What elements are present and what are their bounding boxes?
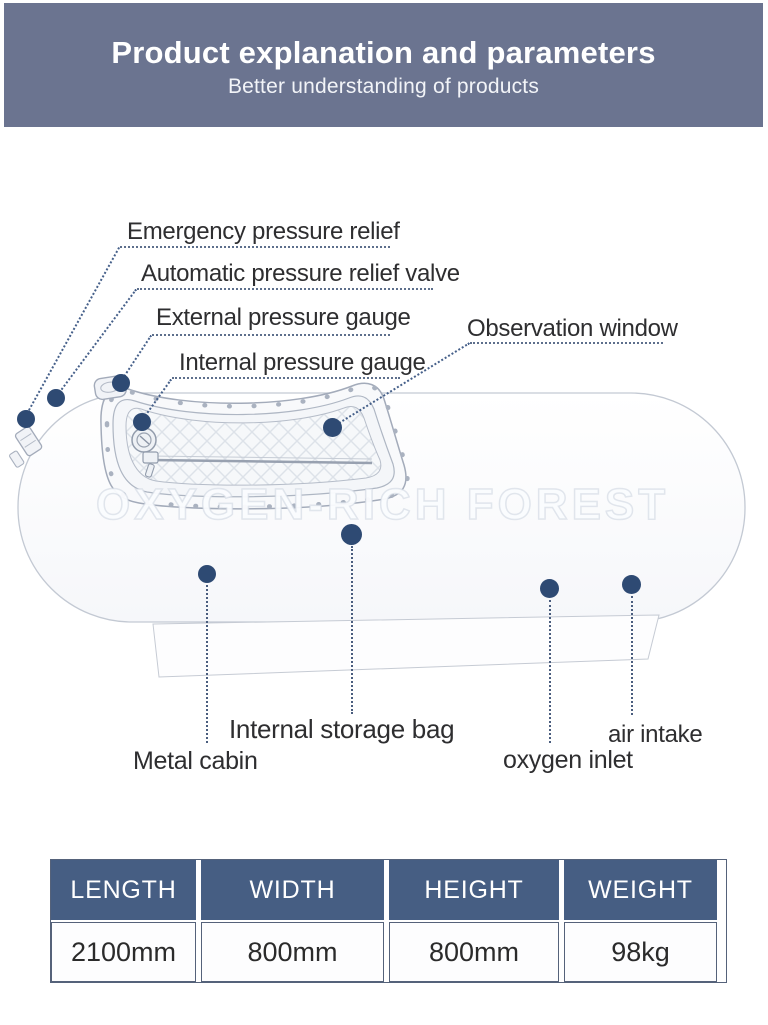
label-underline [137, 288, 433, 290]
spec-header-weight: WEIGHT [564, 860, 717, 920]
label-air-intake: air intake [608, 721, 703, 748]
spec-value-length: 2100mm [51, 922, 196, 982]
marker-dot-external-pressure-gauge [112, 374, 130, 392]
spec-header-width: WIDTH [201, 860, 384, 920]
spec-value-width: 800mm [201, 922, 384, 982]
leader-line-storage-bag [351, 546, 353, 714]
label-underline [120, 246, 390, 248]
leader-line-metal-cabin [206, 585, 208, 743]
spec-header-length: LENGTH [51, 860, 196, 920]
label-underline [470, 342, 663, 344]
spec-value-height: 800mm [389, 922, 559, 982]
watermark: OXYGEN-RICH FOREST [95, 479, 670, 530]
page-title: Product explanation and parameters [111, 35, 656, 70]
marker-dot-oxygen-inlet [540, 579, 559, 598]
label-external-pressure-gauge: External pressure gauge [156, 304, 411, 331]
spec-table: LENGTH WIDTH HEIGHT WEIGHT 2100mm 800mm … [50, 859, 727, 983]
marker-dot-emergency-pressure-relief [17, 410, 35, 428]
spec-value-weight: 98kg [564, 922, 717, 982]
marker-dot-internal-storage-bag [341, 524, 362, 545]
label-emergency-pressure-relief: Emergency pressure relief [127, 218, 400, 245]
label-internal-storage-bag: Internal storage bag [229, 714, 455, 744]
leader-line-oxygen-inlet [549, 600, 551, 743]
marker-dot-metal-cabin [198, 565, 216, 583]
page-subtitle: Better understanding of products [227, 75, 540, 98]
marker-dot-automatic-relief-valve [47, 389, 65, 407]
label-internal-pressure-gauge: Internal pressure gauge [179, 349, 426, 376]
emergency-relief-flange [9, 426, 43, 468]
chamber-base-skirt [152, 614, 660, 678]
header-banner: Product explanation and parameters Bette… [4, 3, 763, 127]
leader-line-air-intake [631, 596, 633, 715]
door-zipper [142, 451, 373, 478]
door-quilted-window [125, 405, 382, 486]
marker-dot-air-intake [622, 575, 641, 594]
spec-header-height: HEIGHT [389, 860, 559, 920]
marker-dot-internal-pressure-gauge [133, 413, 151, 431]
door-bolt-ring [104, 384, 410, 510]
label-observation-window: Observation window [467, 315, 678, 342]
label-metal-cabin: Metal cabin [133, 747, 258, 775]
label-automatic-pressure-relief-valve: Automatic pressure relief valve [141, 260, 460, 287]
label-underline [152, 334, 390, 336]
pressure-gauge-face [131, 427, 157, 453]
label-underline [172, 377, 400, 379]
label-oxygen-inlet: oxygen inlet [503, 746, 633, 774]
marker-dot-observation-window [323, 418, 342, 437]
